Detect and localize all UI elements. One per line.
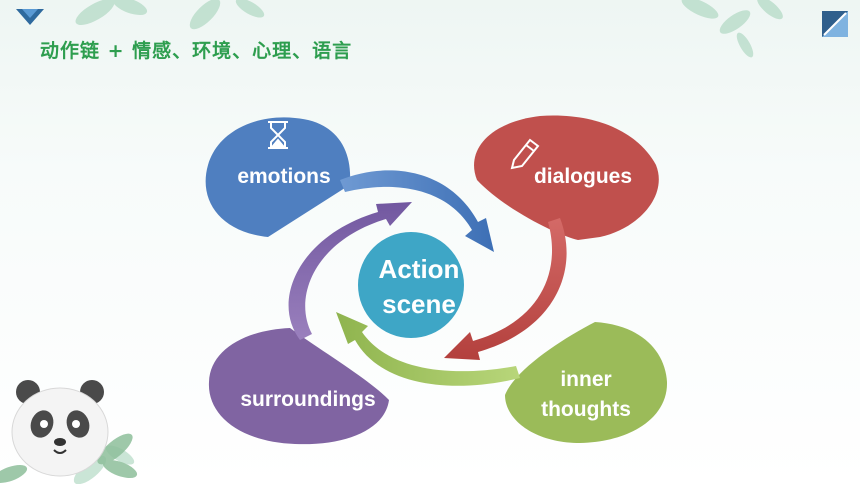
inner-thoughts-line-1: inner xyxy=(560,368,611,391)
inner-thoughts-line-2: thoughts xyxy=(541,398,631,421)
action-scene-center xyxy=(358,232,464,338)
center-line-1: Action xyxy=(379,254,460,284)
dialogues-label: dialogues xyxy=(534,165,632,188)
surroundings-label: surroundings xyxy=(240,388,375,411)
hourglass-icon xyxy=(268,121,288,149)
surroundings-node xyxy=(208,328,389,445)
red-arrow xyxy=(444,218,567,360)
center-line-2: scene xyxy=(382,289,456,319)
corner-square-icon xyxy=(822,11,848,37)
blue-arrow xyxy=(340,170,494,252)
purple-arrow xyxy=(288,202,412,340)
pencil-icon xyxy=(510,138,540,170)
emotions-node xyxy=(205,117,351,237)
green-arrow xyxy=(336,312,520,386)
dialogues-node xyxy=(474,115,659,240)
corner-triangle-icon xyxy=(16,9,44,25)
emotions-label: emotions xyxy=(237,165,330,188)
inner-thoughts-node xyxy=(505,322,668,443)
slide-title: 动作链 + 情感、环境、心理、语言 xyxy=(40,40,353,62)
panda-mascot xyxy=(0,380,138,484)
